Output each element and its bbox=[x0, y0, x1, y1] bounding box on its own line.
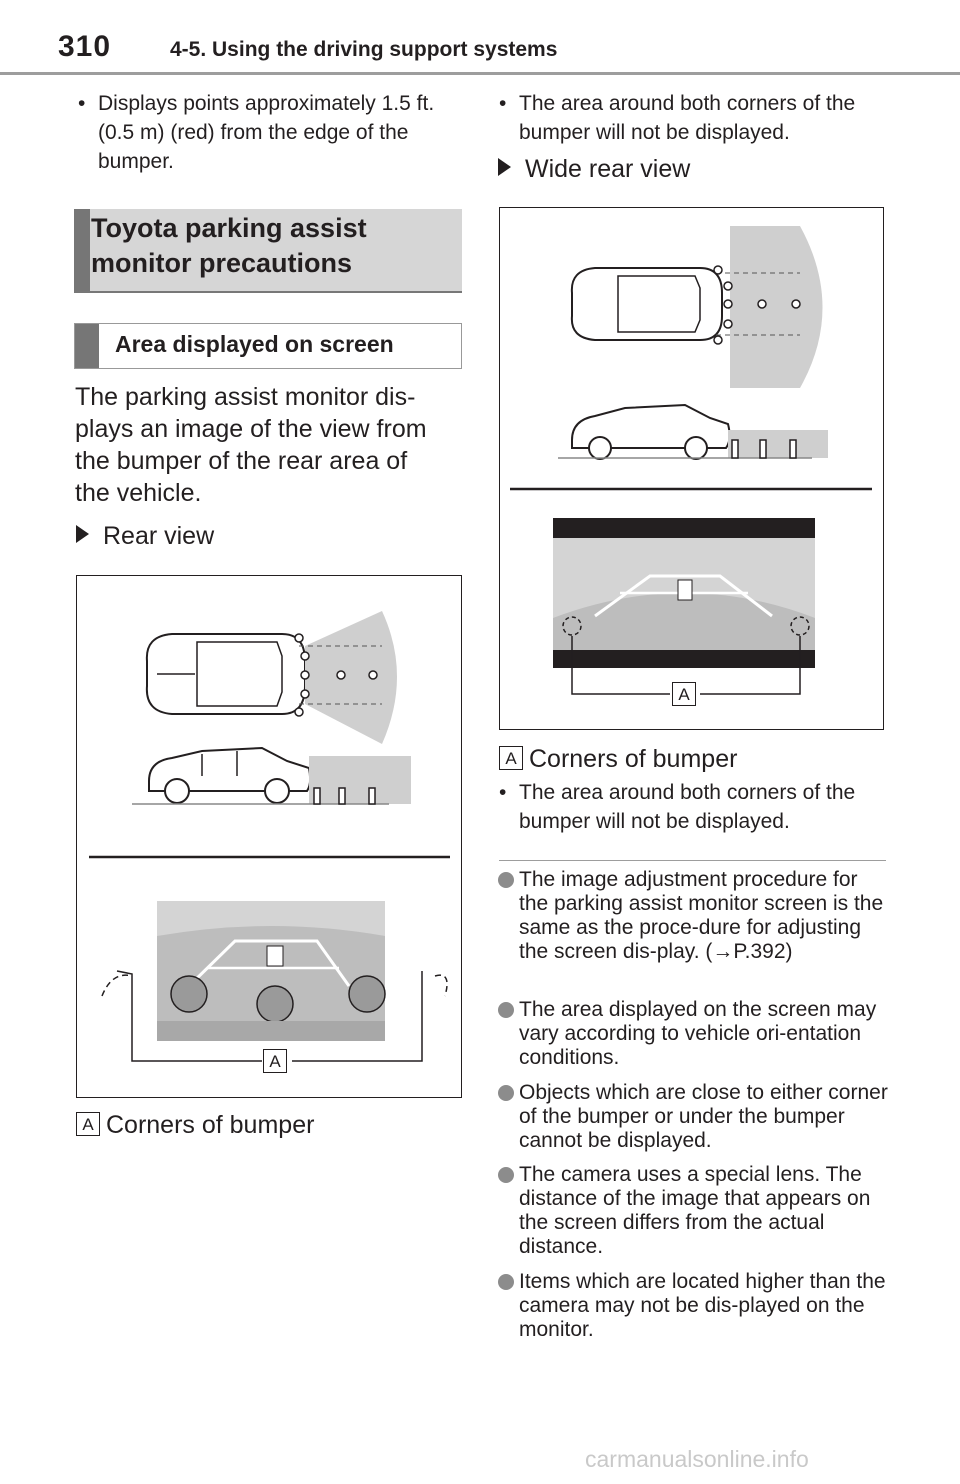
triangle-marker-icon bbox=[498, 158, 511, 176]
header-rule bbox=[0, 72, 960, 75]
section-title: 4-5. Using the driving support systems bbox=[170, 38, 558, 61]
bullet-dot-icon bbox=[498, 872, 514, 888]
caption-badge-a: A bbox=[76, 1112, 100, 1136]
bullet-displays-points: • Displays points approximately 1.5 ft. … bbox=[78, 92, 435, 173]
note-item: The camera uses a special lens. The dist… bbox=[498, 1163, 888, 1263]
watermark: carmanualsonline.info bbox=[585, 1446, 809, 1472]
rear-view-figure: A bbox=[76, 575, 462, 1098]
section-heading-box: Toyota parking assist monitor precaution… bbox=[74, 209, 462, 293]
bullet-dot-icon bbox=[498, 1002, 514, 1018]
subsection-heading: Area displayed on screen bbox=[115, 331, 394, 357]
note-item: Items which are located higher than the … bbox=[498, 1270, 888, 1344]
car-top-view-icon bbox=[145, 633, 306, 715]
bullet-dot-icon bbox=[498, 1085, 514, 1101]
car-side-view-icon bbox=[571, 403, 731, 460]
wide-rear-view-illustration bbox=[510, 226, 872, 695]
wide-rear-view-figure: A bbox=[499, 207, 884, 730]
rear-view-label: Rear view bbox=[76, 522, 214, 551]
triangle-marker-icon bbox=[76, 525, 89, 543]
wide-rear-view-label: Wide rear view bbox=[498, 155, 690, 184]
note-item: Objects which are close to either corner… bbox=[498, 1081, 888, 1155]
note-item: The area displayed on the screen may var… bbox=[498, 998, 888, 1072]
section-heading-line1: Toyota parking assist bbox=[91, 213, 367, 243]
subsection-heading-box: Area displayed on screen bbox=[74, 323, 462, 369]
bullet-dot-icon bbox=[498, 1167, 514, 1183]
rear-view-illustration bbox=[89, 611, 450, 1062]
bullet-corners-not-displayed-2: • The area around both corners of the bu… bbox=[499, 781, 856, 833]
note-item: The image adjustment procedure for the p… bbox=[498, 868, 888, 968]
intro-paragraph: The parking assist monitor dis- plays an… bbox=[75, 383, 427, 507]
caption-badge-a: A bbox=[499, 746, 523, 770]
car-top-view-icon bbox=[570, 267, 723, 341]
section-heading-line2: monitor precautions bbox=[91, 248, 353, 278]
car-side-view-icon bbox=[148, 746, 312, 804]
notes-divider bbox=[499, 860, 886, 861]
figure-marker-a: A bbox=[672, 682, 696, 706]
bullet-dot-icon bbox=[498, 1274, 514, 1290]
figure-marker-a: A bbox=[263, 1049, 287, 1073]
bullet-corners-not-displayed: • The area around both corners of the bu… bbox=[499, 92, 856, 144]
page-number: 310 bbox=[58, 30, 112, 63]
